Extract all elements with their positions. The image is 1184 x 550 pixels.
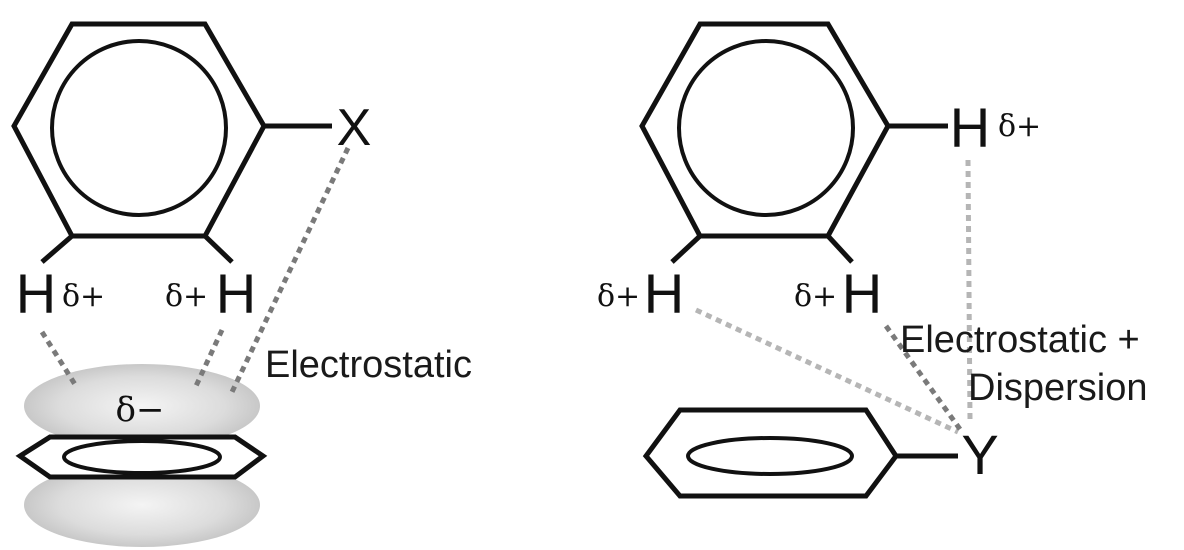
pi-cloud-upper <box>24 364 260 448</box>
interaction-label-line2: Dispersion <box>968 367 1148 409</box>
atom-h-ortho-right: H <box>216 262 256 325</box>
contact-x-to-ring <box>229 146 351 394</box>
atom-h-ortho-right-right: H <box>842 262 882 325</box>
bond-to-h-right-right <box>826 234 854 264</box>
benzene-ring-top-right <box>639 21 948 264</box>
partial-charge-right: δ+ <box>165 279 208 314</box>
contact-h-left-to-y <box>694 307 960 435</box>
partial-charge-left-right: δ+ <box>597 279 640 314</box>
right-panel: H δ+ δ+ H δ+ H Y Electrostatic + Dispers… <box>597 21 1148 499</box>
atom-y: Y <box>961 423 998 486</box>
partial-charge-top: δ+ <box>998 109 1041 144</box>
bond-to-h-left-right <box>670 234 702 264</box>
atom-x: X <box>337 99 372 157</box>
partial-charge-minus: δ− <box>116 390 165 430</box>
bond-to-h-left <box>40 234 74 264</box>
interaction-label-line1: Electrostatic + <box>900 319 1140 361</box>
atom-h-ortho-left: H <box>16 262 56 325</box>
atom-h-ortho-left-right: H <box>644 262 684 325</box>
atom-h-substituent: H <box>950 96 990 159</box>
bond-to-h-right <box>203 234 234 264</box>
interaction-label-electrostatic: Electrostatic <box>265 344 472 386</box>
benzene-ring-top-left <box>11 21 332 264</box>
benzene-ring-bottom-left <box>15 434 268 480</box>
pi-cloud-lower <box>24 463 260 547</box>
left-panel: X H δ+ δ+ H δ− Electrostatic <box>11 21 472 547</box>
partial-charge-right-right: δ+ <box>794 279 837 314</box>
partial-charge-left: δ+ <box>62 279 105 314</box>
benzene-ring-bottom-right <box>642 407 958 499</box>
